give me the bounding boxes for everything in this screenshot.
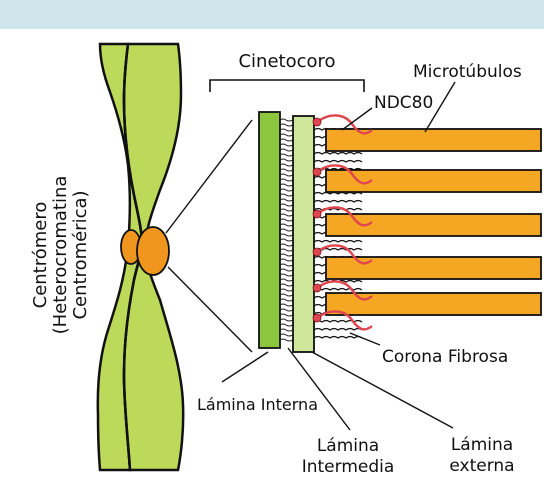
- outer-plate: [293, 116, 314, 352]
- microtubule: [326, 214, 541, 236]
- centromere-front: [137, 227, 169, 275]
- bristle: [280, 284, 293, 286]
- corona-filament: [314, 337, 362, 339]
- bristle: [280, 304, 293, 306]
- bristle: [280, 209, 293, 211]
- corona-filament: [314, 161, 362, 163]
- bristle: [280, 154, 293, 156]
- bristle: [280, 169, 293, 171]
- zoom-line-top: [166, 120, 252, 233]
- ndc80-head: [313, 118, 321, 126]
- bristle: [280, 309, 293, 311]
- centromere-label-line3: Centromérica): [70, 190, 91, 319]
- bristle: [280, 124, 293, 126]
- outer-plate-label-line2: externa: [449, 456, 514, 476]
- ndc80-label: NDC80: [374, 93, 433, 113]
- middle-plate-label-line1: Lámina: [317, 436, 379, 456]
- leader-inner-plate: [222, 352, 268, 382]
- kinetochore-label: Cinetocoro: [238, 51, 335, 72]
- bristle: [280, 234, 293, 236]
- bristle: [280, 274, 293, 276]
- bristle: [280, 334, 293, 336]
- corona-label: Corona Fibrosa: [382, 347, 508, 367]
- ndc80-head: [313, 210, 321, 218]
- bristle: [280, 204, 293, 206]
- bristle: [280, 164, 293, 166]
- bristle: [280, 119, 293, 121]
- leader-middle-plate: [288, 348, 350, 430]
- middle-plate-label-line2: Intermedia: [302, 457, 395, 477]
- bristle: [280, 144, 293, 146]
- bristle: [280, 299, 293, 301]
- bristle: [280, 314, 293, 316]
- centromere-label: Centrómero (Heterocromatina Centromérica…: [30, 176, 91, 335]
- bristle: [280, 174, 293, 176]
- bristle: [280, 254, 293, 256]
- ndc80-head: [313, 284, 321, 292]
- bristle: [280, 249, 293, 251]
- inner-plate-label: Lámina Interna: [197, 395, 318, 414]
- bristle: [280, 339, 293, 341]
- bristle: [280, 324, 293, 326]
- bristle: [280, 179, 293, 181]
- ndc80-head: [313, 314, 321, 322]
- bristle: [280, 134, 293, 136]
- bristle: [280, 129, 293, 131]
- bristle: [280, 159, 293, 161]
- leader-corona: [350, 333, 380, 345]
- bristle: [280, 139, 293, 141]
- bristle: [280, 229, 293, 231]
- bristle: [280, 279, 293, 281]
- zoom-line-bottom: [168, 267, 252, 352]
- corona-filament: [314, 241, 362, 243]
- bristle: [280, 329, 293, 331]
- ndc80-head: [313, 168, 321, 176]
- microtubules-label: Microtúbulos: [413, 62, 522, 82]
- chromosome-icon: [98, 44, 183, 470]
- bristle: [280, 289, 293, 291]
- bristle: [280, 224, 293, 226]
- bristle: [280, 214, 293, 216]
- centromere-label-line1: Centrómero: [30, 202, 51, 309]
- centromere-label-line2: (Heterocromatina: [50, 176, 71, 335]
- inner-plate: [259, 112, 280, 348]
- corona-filament: [314, 153, 362, 155]
- bristle: [280, 219, 293, 221]
- bristle: [280, 149, 293, 151]
- outer-plate-label-line1: Lámina: [451, 435, 513, 455]
- bristle: [280, 199, 293, 201]
- bristle: [280, 264, 293, 266]
- bristle: [280, 244, 293, 246]
- bristle: [280, 294, 293, 296]
- bristle: [280, 239, 293, 241]
- bristle: [280, 269, 293, 271]
- ndc80-head: [313, 248, 321, 256]
- bristle: [280, 259, 293, 261]
- zoom-lines: [166, 120, 252, 352]
- bristle: [280, 194, 293, 196]
- corona-filament: [314, 201, 362, 203]
- corona-filament: [314, 329, 362, 331]
- kinetochore-bracket: [210, 80, 364, 92]
- bristle: [280, 189, 293, 191]
- bristle: [280, 319, 293, 321]
- bristle: [280, 184, 293, 186]
- middle-plate-bristles: [280, 119, 293, 341]
